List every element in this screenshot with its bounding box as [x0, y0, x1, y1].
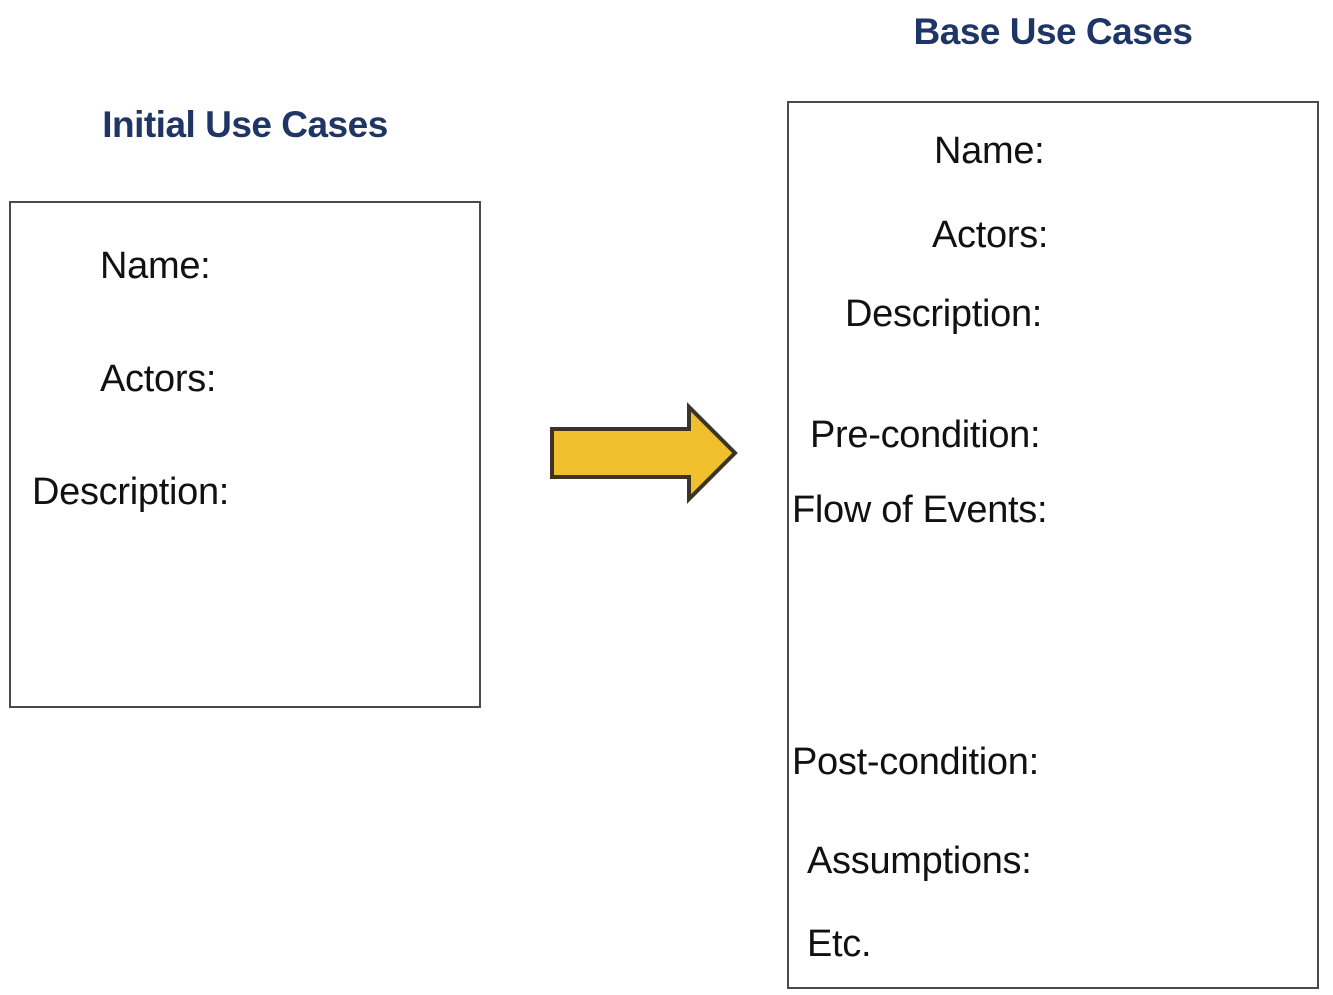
- initial-field-name: Name:: [100, 245, 211, 287]
- base-field-assumptions: Assumptions:: [807, 840, 1032, 882]
- initial-field-actors: Actors:: [100, 358, 217, 400]
- initial-use-cases-title: Initial Use Cases: [102, 104, 388, 145]
- base-field-etc: Etc.: [807, 923, 872, 965]
- base-field-post-condition: Post-condition:: [792, 741, 1039, 783]
- right-block-arrow-icon: [545, 400, 741, 506]
- initial-use-case-box: Name: Actors: Description:: [9, 201, 481, 708]
- base-field-flow-of-events: Flow of Events:: [792, 489, 1048, 531]
- base-field-name: Name:: [934, 130, 1045, 172]
- base-use-cases-title: Base Use Cases: [913, 11, 1193, 52]
- base-field-description: Description:: [845, 293, 1043, 335]
- base-field-pre-condition: Pre-condition:: [810, 414, 1041, 456]
- base-field-actors: Actors:: [932, 214, 1049, 256]
- base-use-case-box: Name: Actors: Description: Pre-condition…: [787, 101, 1319, 989]
- initial-field-description: Description:: [32, 471, 230, 513]
